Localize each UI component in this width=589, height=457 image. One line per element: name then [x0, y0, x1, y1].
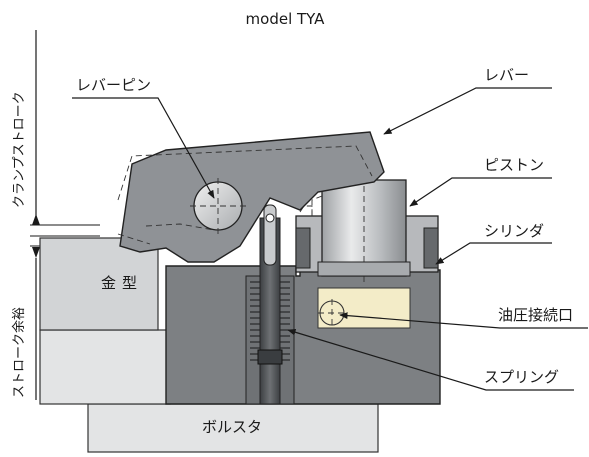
callout-lever: レバー — [484, 66, 529, 84]
lever — [117, 131, 385, 263]
stroke-margin-dimension: ストローク余裕 — [11, 258, 37, 400]
diagram-title: model TYA — [246, 10, 326, 28]
callout-leaders — [72, 87, 588, 391]
die-label: 金型 — [101, 274, 143, 292]
clamp-stroke-label: クランプストローク — [12, 91, 27, 208]
bolster-label: ボルスタ — [202, 418, 262, 436]
piston — [311, 176, 411, 284]
callout-piston: ピストン — [484, 156, 544, 174]
die-block — [39, 237, 159, 331]
stroke-margin-label: ストローク余裕 — [11, 307, 27, 398]
callout-cylinder: シリンダ — [484, 222, 544, 240]
lever-pin — [190, 178, 246, 234]
bolster-block — [87, 403, 379, 453]
callout-hydraulic-port: 油圧接続口 — [498, 306, 573, 324]
callout-spring: スプリング — [484, 368, 559, 386]
callout-lever-pin: レバーピン — [76, 76, 151, 94]
clamp-stroke-dimension: クランプストローク — [12, 30, 100, 258]
